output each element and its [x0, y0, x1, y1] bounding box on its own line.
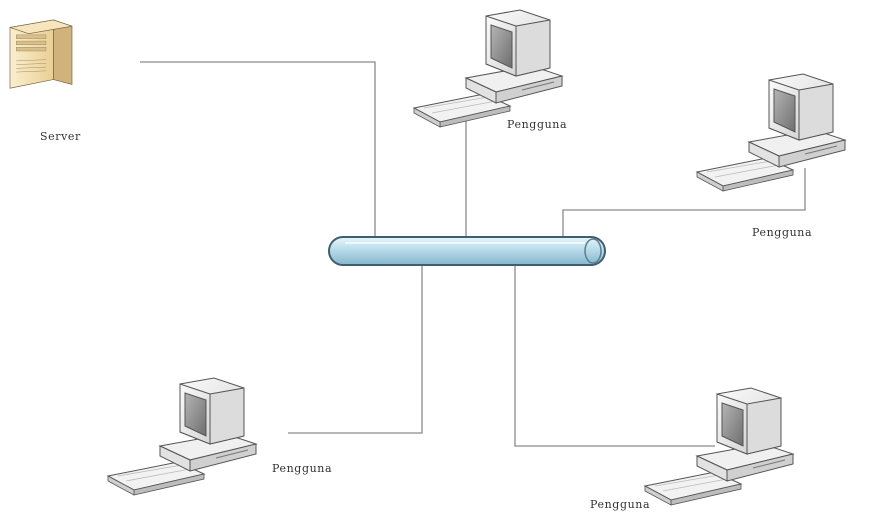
user-bottom-left-label: Pengguna — [272, 462, 332, 475]
user-right-label: Pengguna — [752, 226, 812, 239]
user-top-label: Pengguna — [507, 118, 567, 131]
computer-icon — [414, 10, 562, 127]
computer-icon — [697, 74, 845, 191]
link-user-bottom-right — [515, 262, 715, 446]
server-label: Server — [40, 130, 81, 143]
link-server — [140, 62, 375, 240]
server-icon — [10, 20, 72, 88]
link-user-bottom-left — [288, 262, 422, 433]
backbone-bus — [329, 237, 605, 265]
user-bottom-right-label: Pengguna — [590, 498, 650, 511]
computer-icon — [108, 378, 256, 495]
